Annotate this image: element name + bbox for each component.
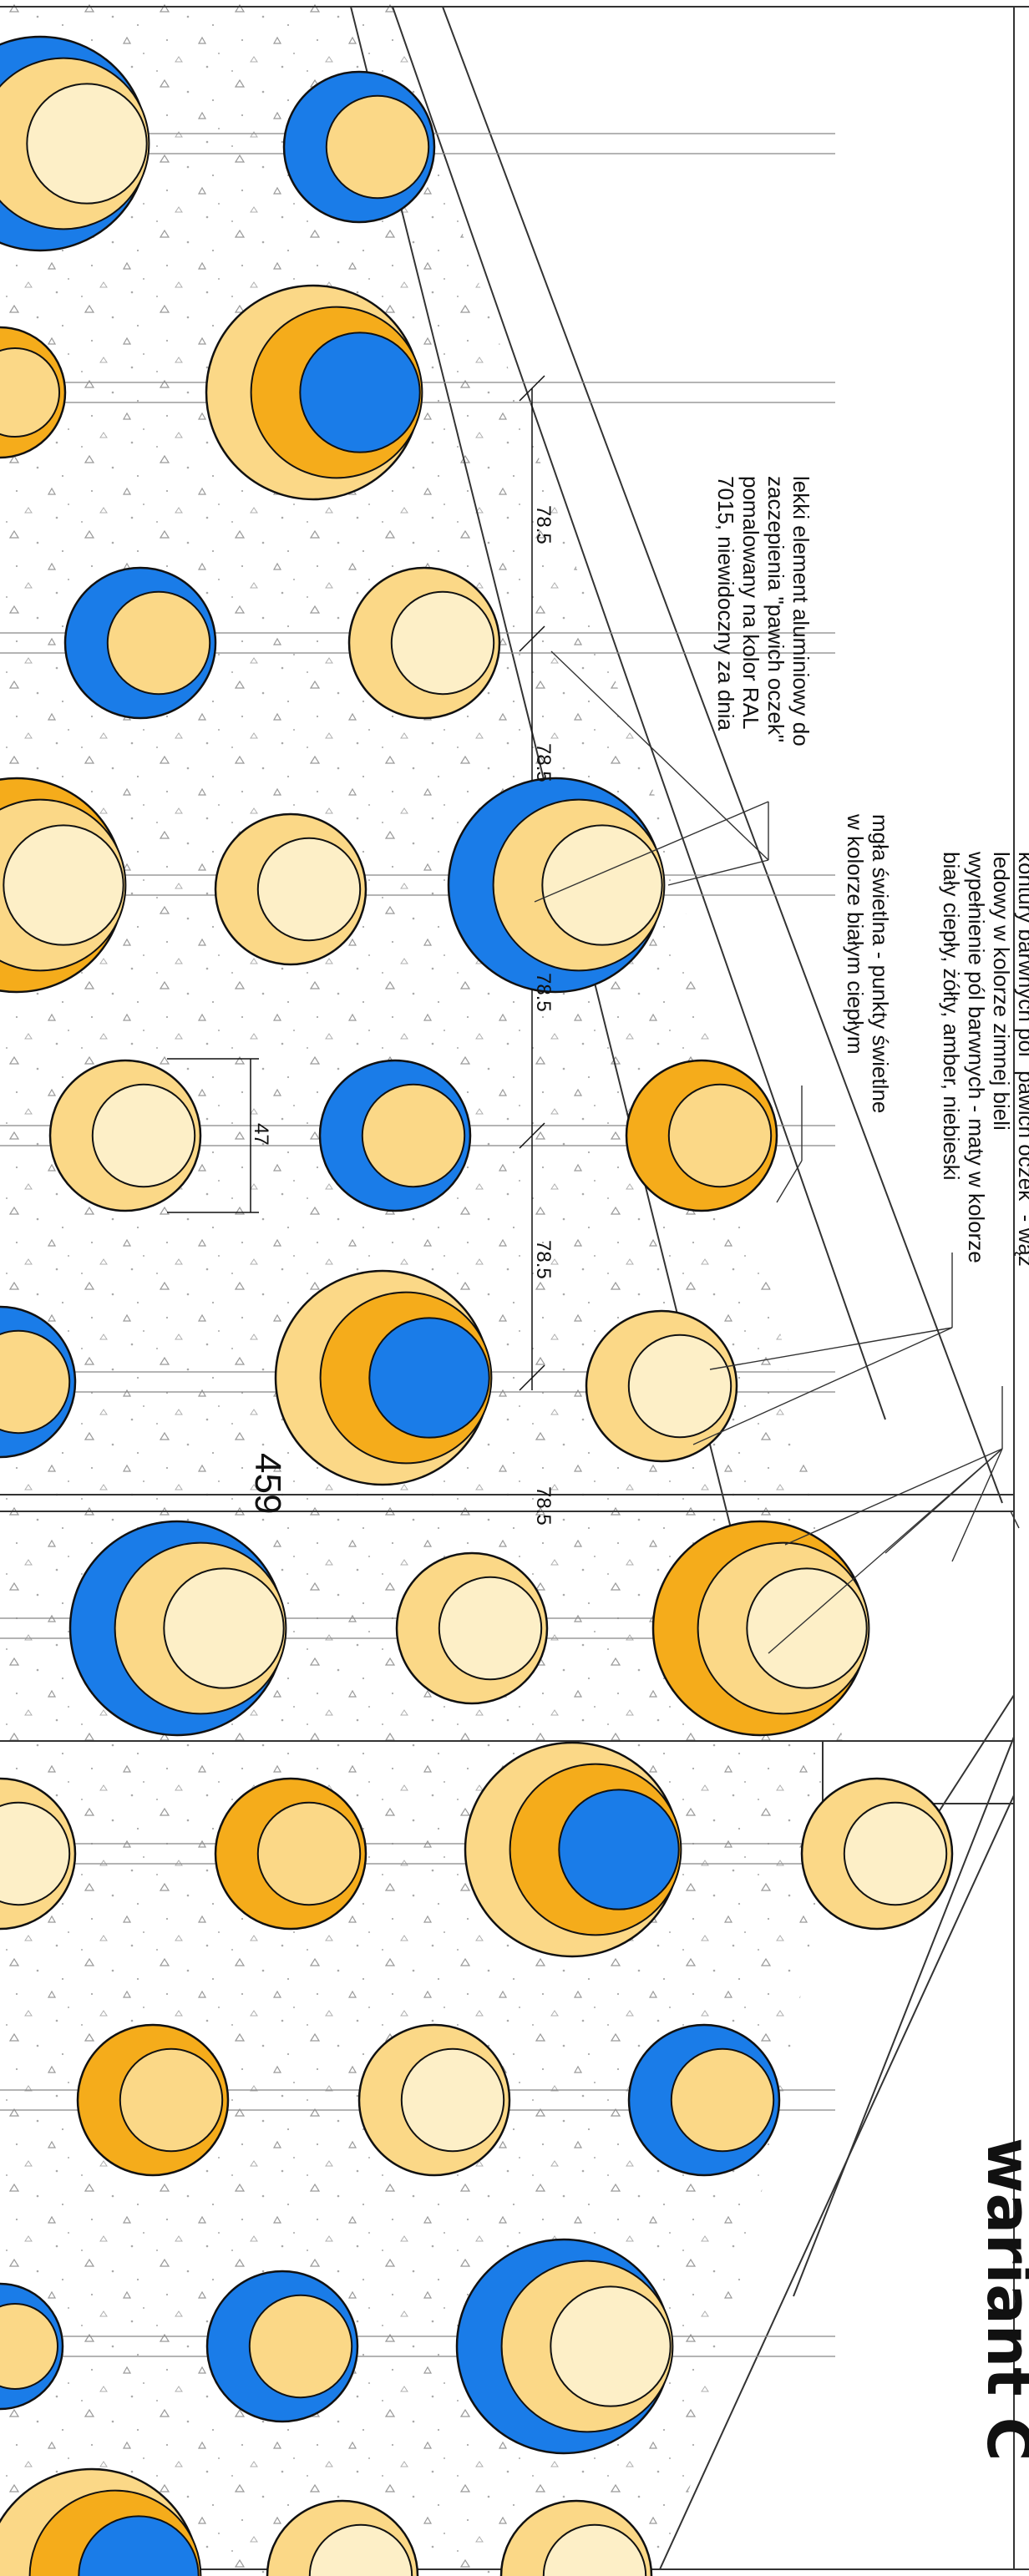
leader-lines bbox=[534, 650, 1020, 1654]
peacock-eye bbox=[0, 1777, 77, 1931]
eye-ring bbox=[550, 2285, 672, 2407]
eye-ring bbox=[558, 1789, 680, 1910]
eye-ring bbox=[627, 1334, 732, 1439]
annotation-line: kontury barwnych pól "pawich oczek" - wą… bbox=[1014, 852, 1029, 1267]
peacock-eye bbox=[357, 2023, 511, 2177]
eye-ring bbox=[91, 1083, 196, 1188]
peacock-eyes bbox=[0, 35, 954, 2576]
eye-ring bbox=[0, 1801, 71, 1906]
eye-ring bbox=[670, 2047, 775, 2153]
eye-ring bbox=[78, 2515, 200, 2576]
peacock-eye bbox=[0, 35, 150, 252]
eye-ring bbox=[248, 2294, 353, 2399]
peacock-eye bbox=[464, 1741, 682, 1958]
eye-ring bbox=[0, 1329, 71, 1435]
eye-ring bbox=[0, 2303, 58, 2390]
peacock-eye bbox=[585, 1309, 738, 1463]
eye-ring bbox=[119, 2047, 224, 2153]
eye-ring bbox=[299, 331, 421, 453]
eye-ring bbox=[256, 837, 362, 942]
annotation-color-fields: kontury barwnych pól "pawich oczek" - wą… bbox=[939, 851, 1029, 1267]
peacock-eye bbox=[205, 284, 423, 501]
annotation-line: zaczepienia "pawich oczek" bbox=[763, 476, 788, 742]
peacock-eye bbox=[499, 2499, 653, 2576]
peacock-eye bbox=[625, 1059, 778, 1212]
peacock-eye bbox=[48, 1059, 202, 1212]
dimension-label: 78.5 bbox=[532, 505, 555, 544]
peacock-eye bbox=[63, 566, 217, 720]
peacock-eye bbox=[205, 2270, 359, 2423]
eye-ring bbox=[746, 1567, 868, 1689]
peacock-eye bbox=[274, 1269, 493, 1486]
dimension-label: 78.5 bbox=[532, 1240, 555, 1279]
eye-ring bbox=[0, 347, 61, 438]
eye-ring bbox=[361, 1083, 466, 1188]
dimension-label-eye: 47 bbox=[250, 1123, 272, 1146]
peacock-eye bbox=[800, 1777, 954, 1931]
dimension-label: 78.5 bbox=[532, 973, 555, 1012]
eye-ring bbox=[106, 590, 211, 696]
annotation-line: mgła świetlna - punkty świetlne bbox=[868, 814, 893, 1113]
eye-ring bbox=[542, 2523, 647, 2576]
peacock-eye bbox=[651, 1520, 870, 1737]
peacock-eye bbox=[627, 2023, 781, 2177]
dimension-label: 78.5 bbox=[532, 743, 555, 782]
annotation-line: ledowy w kolorze zimnej bieli bbox=[989, 852, 1014, 1131]
eye-ring bbox=[390, 590, 495, 696]
peacock-eye bbox=[214, 1777, 368, 1931]
eye-ring bbox=[26, 83, 148, 205]
peacock-eye bbox=[266, 2499, 419, 2576]
frame-lines bbox=[0, 6, 1029, 2570]
eye-ring bbox=[438, 1576, 543, 1681]
peacock-eye bbox=[0, 2467, 202, 2576]
eye-ring bbox=[3, 824, 124, 946]
page-title: wariant C bbox=[974, 2138, 1029, 2461]
eye-ring bbox=[256, 1801, 362, 1906]
peacock-eye bbox=[455, 2238, 674, 2455]
annotation-line: w kolorze białym ciepłym bbox=[843, 813, 868, 1055]
peacock-eye bbox=[282, 70, 436, 224]
eye-ring bbox=[163, 1567, 285, 1689]
annotation-line: lekki element aluminiowy do bbox=[788, 476, 814, 746]
peacock-eye bbox=[0, 2282, 64, 2411]
peacock-eye bbox=[0, 1305, 77, 1459]
eye-ring bbox=[308, 2523, 413, 2576]
peacock-eye bbox=[76, 2023, 230, 2177]
eye-ring bbox=[325, 94, 430, 200]
peacock-eye bbox=[214, 812, 368, 966]
peacock-eye bbox=[347, 566, 501, 720]
annotation-line: 7015, niewidoczny za dnia bbox=[713, 476, 738, 731]
annotation-light-mist: mgła świetlna - punkty świetlne w kolorz… bbox=[843, 813, 893, 1113]
eye-ring bbox=[667, 1083, 773, 1188]
eye-ring bbox=[368, 1317, 490, 1439]
eye-ring bbox=[843, 1801, 948, 1906]
peacock-eye bbox=[0, 777, 127, 994]
annotation-line: biały ciepły, żółty, amber, niebieski bbox=[939, 852, 964, 1181]
eye-ring bbox=[400, 2047, 505, 2153]
peacock-eye bbox=[447, 777, 666, 994]
dimension-label-total: 459 bbox=[247, 1453, 288, 1514]
peacock-eye bbox=[395, 1551, 549, 1705]
peacock-eye bbox=[0, 326, 67, 459]
dimension-label: 78.5 bbox=[532, 1486, 555, 1526]
annotation-aluminium-element: lekki element aluminiowy do zaczepienia … bbox=[713, 476, 814, 746]
peacock-eye bbox=[68, 1520, 287, 1737]
annotation-line: pomalowany na kolor RAL bbox=[738, 476, 763, 730]
eye-ring bbox=[541, 824, 663, 946]
peacock-eye bbox=[318, 1059, 472, 1212]
annotation-line: wypełnienie pól barwnych - maty w kolorz… bbox=[964, 851, 989, 1263]
